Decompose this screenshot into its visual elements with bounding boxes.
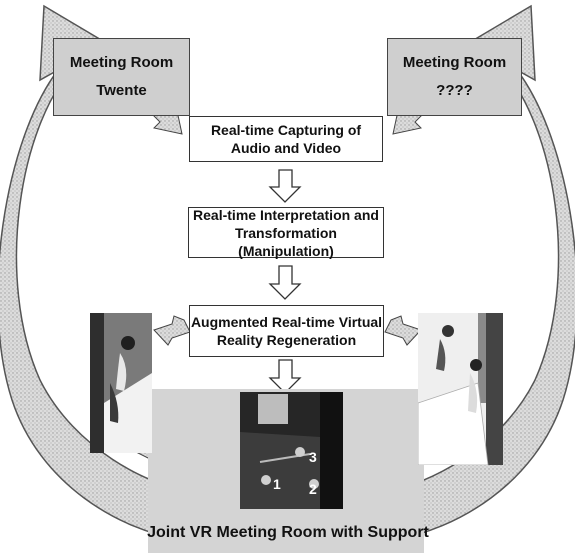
down-arrow-2 [268,265,302,300]
meeting-room-right-name: ???? [436,82,473,99]
regeneration-step-line1: Augmented Real-time Virtual [190,314,383,330]
interpretation-step-line1: Real-time Interpretation and [193,206,379,223]
interpretation-step-line2: Transformation (Manipulation) [235,224,337,259]
marker-1: 1 [273,476,281,492]
interpretation-step-box: Real-time Interpretation and Transformat… [188,206,384,259]
right-meeting-photo [418,313,503,465]
meeting-room-unknown-box: Meeting Room ???? [387,38,522,116]
marker-3: 3 [309,449,317,465]
meeting-room-left-title: Meeting Room [69,54,174,71]
regeneration-step-box: Augmented Real-time Virtual Reality Rege… [189,305,384,357]
meeting-room-twente-box: Meeting Room Twente [53,38,190,116]
to-right-photo-arrow [384,315,422,346]
regeneration-step-line2: Reality Regeneration [216,332,357,348]
down-arrow-3 [268,359,302,394]
marker-2: 2 [309,481,317,497]
capture-step-line1: Real-time Capturing of [210,122,362,138]
joint-vr-room-label: Joint VR Meeting Room with Support [147,524,429,541]
capture-step-box: Real-time Capturing of Audio and Video [189,116,383,162]
left-meeting-photo [90,313,152,453]
down-arrow-1 [268,169,302,203]
to-left-photo-arrow [153,315,191,346]
meeting-room-left-name: Twente [96,82,147,99]
capture-step-line2: Audio and Video [230,140,342,156]
meeting-room-right-title: Meeting Room [402,54,507,71]
joint-vr-room-photo [240,392,343,509]
